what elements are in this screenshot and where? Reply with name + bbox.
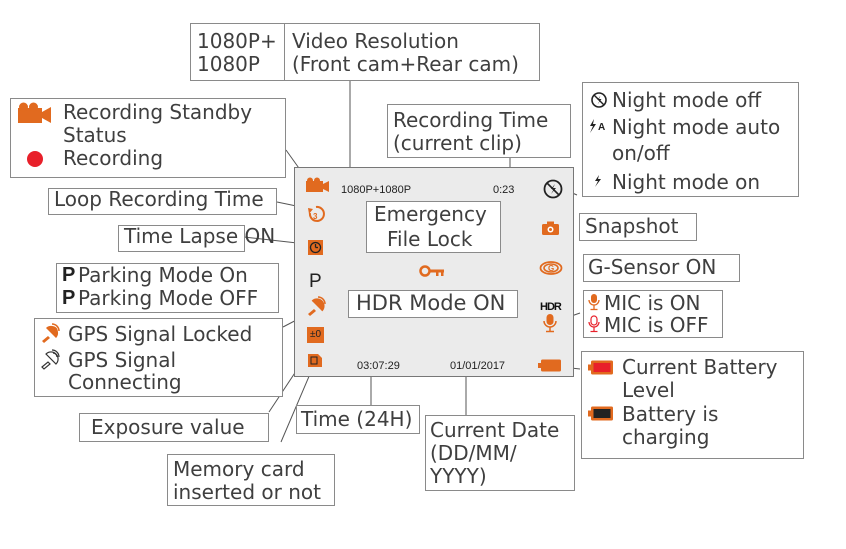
mic-callout	[583, 290, 723, 338]
memory-card-icon	[308, 354, 322, 367]
recording-time-1: Recording Time	[393, 108, 549, 132]
gsensor-label: G-Sensor ON	[588, 255, 717, 279]
screen-parking-glyph: P	[309, 271, 322, 292]
hdr-icon: HDR	[540, 301, 562, 313]
hdr-label-box	[348, 290, 518, 318]
battery-callout	[581, 351, 804, 459]
current-date-3: YYYY)	[430, 464, 487, 488]
time24-callout	[296, 405, 420, 434]
screen-clip-time: 0:23	[493, 184, 515, 196]
battery-charging-label-2: charging	[622, 425, 710, 449]
emergency-label-line2: File Lock	[387, 227, 473, 251]
recording-time-2: (current clip)	[393, 131, 522, 155]
night-mode-callout	[582, 82, 799, 197]
svg-text:A: A	[598, 122, 605, 133]
resolution-desc-1: Video Resolution	[292, 29, 459, 53]
callout-divider	[284, 23, 285, 81]
gps-connecting-label-2: Connecting	[68, 370, 182, 394]
emergency-label-box	[366, 201, 501, 253]
standby-label-1: Recording Standby	[63, 100, 253, 124]
snapshot-callout	[579, 213, 697, 241]
parking-off-glyph: P	[62, 287, 76, 309]
current-date-1: Current Date	[430, 418, 560, 442]
video-resolution-callout	[190, 23, 540, 81]
night-off-small-icon	[591, 92, 607, 108]
record-dot-icon	[27, 151, 43, 167]
parking-callout	[56, 263, 279, 313]
gps-locked-icon	[308, 296, 326, 316]
key-lock-icon	[419, 265, 444, 277]
resolution-code-1: 1080P+	[197, 29, 277, 53]
night-auto-label-2: on/off	[612, 141, 670, 165]
gps-connecting-icon	[41, 349, 60, 370]
time24-label: Time (24H)	[301, 407, 413, 431]
emergency-label-line1: Emergency	[374, 202, 487, 226]
resolution-desc-2: (Front cam+Rear cam)	[292, 52, 519, 76]
memory-card-callout	[167, 454, 335, 506]
camera-recording-icon	[306, 177, 329, 192]
memory-card-1: Memory card	[173, 457, 305, 481]
g-sensor-icon: G	[539, 261, 563, 275]
night-mode-off-icon	[543, 179, 563, 199]
gps-connecting-label-1: GPS Signal	[68, 348, 177, 372]
loop-recording-icon: 3	[308, 205, 325, 222]
night-on-icon	[595, 175, 601, 187]
standby-label-2: Status	[63, 123, 127, 147]
gsensor-callout	[583, 254, 740, 282]
mic-on-small-icon	[588, 294, 600, 311]
battery-charging-icon	[588, 406, 613, 421]
mic-on-label: MIC is ON	[604, 291, 701, 315]
night-auto-icon: A	[590, 119, 605, 133]
loop-recording-label: Loop Recording Time	[54, 187, 264, 211]
svg-text:G: G	[548, 264, 554, 273]
parking-off-label: Parking Mode OFF	[78, 286, 259, 310]
exposure-callout	[79, 413, 269, 442]
night-on-label: Night mode on	[612, 170, 761, 194]
recording-time-callout	[387, 104, 571, 158]
gps-locked-label: GPS Signal Locked	[68, 322, 253, 346]
current-date-2: (DD/MM/	[430, 441, 517, 465]
screen-time: 03:07:29	[357, 360, 400, 372]
battery-level-label-2: Level	[622, 378, 675, 402]
parking-on-glyph: P	[62, 264, 76, 286]
battery-full-icon	[588, 360, 613, 375]
loop-recording-callout	[48, 188, 277, 215]
parking-on-label: Parking Mode On	[78, 263, 248, 287]
gps-locked-small-icon	[42, 323, 60, 343]
exposure-value-icon: ±0	[307, 327, 324, 343]
battery-charging-label-1: Battery is	[622, 402, 719, 426]
battery-level-label-1: Current Battery	[622, 355, 778, 379]
snapshot-camera-icon	[542, 221, 559, 235]
svg-text:3: 3	[313, 212, 318, 221]
time-lapse-callout	[118, 225, 245, 252]
night-off-label: Night mode off	[612, 88, 762, 112]
resolution-code-2: 1080P	[197, 52, 260, 76]
recording-label: Recording	[63, 146, 164, 170]
current-date-callout	[425, 415, 575, 491]
battery-level-icon	[538, 359, 561, 372]
mic-on-icon	[543, 314, 557, 333]
screen-date: 01/01/2017	[450, 360, 506, 372]
camera-standby-icon	[18, 102, 51, 123]
time-lapse-icon	[308, 240, 323, 255]
snapshot-label: Snapshot	[585, 214, 679, 238]
hdr-label: HDR Mode ON	[356, 291, 506, 315]
night-auto-label-1: Night mode auto	[612, 115, 781, 139]
mic-off-icon	[588, 315, 600, 333]
exposure-label: Exposure value	[91, 415, 245, 439]
time-lapse-label: Time Lapse ON	[124, 224, 276, 248]
memory-card-2: inserted or not	[173, 480, 321, 504]
mic-off-label: MIC is OFF	[604, 313, 709, 337]
gps-callout	[34, 318, 283, 397]
screen-resolution: 1080P+1080P	[341, 184, 412, 196]
recording-status-callout	[10, 98, 286, 178]
